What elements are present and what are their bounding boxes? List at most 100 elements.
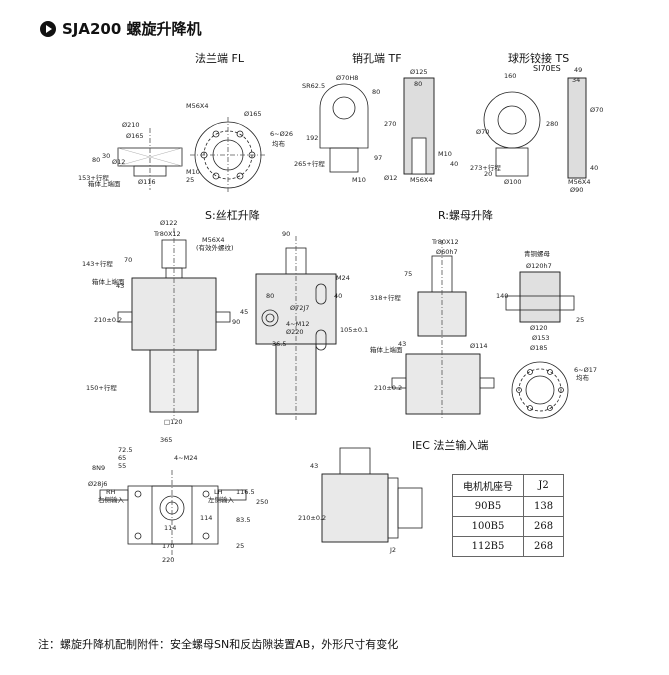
table-cell: 268: [522, 536, 565, 557]
tf-label-3: 265+行程: [294, 159, 325, 168]
tf2-label-1: 80: [414, 80, 422, 88]
s-label-18: M24: [336, 274, 350, 282]
table-header-cell: J2: [522, 474, 565, 497]
fl-label-2: Ø12: [112, 158, 125, 166]
ts-label-11: Ø90: [570, 186, 583, 194]
fl-label-13: 箱体上端面: [88, 179, 121, 188]
screw-view-title: S:丝杠升降: [205, 209, 260, 222]
fl-label-12: 153+行程: [78, 173, 109, 182]
b-label-13: 250: [256, 498, 268, 506]
b-label-16: 170: [162, 542, 174, 550]
bottom-plan-view: [99, 470, 247, 560]
flange-side-view: [117, 128, 183, 190]
page-title: SJA200 螺旋升降机: [40, 18, 202, 39]
tf2-label-3: 40: [450, 160, 458, 168]
play-circle-icon: [40, 20, 56, 37]
iec-view-title: IEC 法兰输入端: [412, 439, 489, 452]
s-label-15: 4~M12: [286, 320, 309, 328]
s-label-2: M56X4: [202, 236, 224, 244]
b-label-12: 116.5: [236, 488, 255, 496]
fl-label-7: 均布: [272, 139, 286, 148]
ts-label-2: 280: [546, 120, 558, 128]
r-label-11: Ø120: [530, 324, 548, 332]
fl-label-1: Ø165: [126, 132, 144, 140]
s-label-21: 90: [232, 318, 240, 326]
fl-label-4: M56X4: [186, 102, 208, 110]
r-label-9: Ø120h7: [526, 262, 552, 270]
ts-label-1: Ø70: [476, 128, 489, 136]
s-label-7: 箱体上端面: [92, 277, 125, 286]
s-label-19: 40: [334, 292, 342, 300]
flange-top-view: [190, 117, 266, 193]
table-cell: 90B5: [452, 496, 524, 517]
table-row: 90B5 138: [452, 496, 565, 517]
b-label-20: 210±0.2: [298, 514, 326, 522]
r-label-15: 6~Ø17: [574, 366, 597, 374]
s-label-0: Ø122: [160, 219, 178, 227]
fl-label-9: 30: [102, 152, 110, 160]
r-label-13: Ø185: [530, 344, 548, 352]
b-label-6: Ø28j6: [88, 480, 107, 488]
b-label-11: 114: [200, 514, 212, 522]
tf-label-5: 97: [374, 154, 382, 162]
screw-lift-front-view: [117, 228, 231, 420]
s-label-4: 70: [124, 256, 132, 264]
r-label-2: 75: [404, 270, 412, 278]
b-label-5: 8N9: [92, 464, 105, 472]
table-cell: 112B5: [452, 536, 524, 557]
r-label-5: 箱体上端面: [370, 345, 403, 354]
iec-flange-view: [321, 447, 423, 543]
r-label-10: 140: [496, 292, 508, 300]
pin-side-view: [319, 77, 435, 175]
ts-label-7: 34: [572, 76, 580, 84]
bronze-nut-view: [505, 271, 575, 419]
b-label-1: 72.5: [118, 446, 132, 454]
ts-label-5: Ø100: [504, 178, 522, 186]
ts-label-4: 20: [484, 170, 492, 178]
r-label-7: Ø114: [470, 342, 488, 350]
s-label-12: 80: [266, 292, 274, 300]
r-label-4: 43: [398, 340, 406, 348]
ball-view-subtitle: SI70ES: [533, 64, 561, 73]
fl-label-6: 6~Ø26: [270, 130, 293, 138]
r-label-0: Tr80X12: [431, 238, 459, 246]
s-label-3: (有效外螺纹): [196, 243, 234, 252]
s-label-20: 105±0.1: [340, 326, 368, 334]
s-label-1: Tr80X12: [153, 230, 181, 238]
page-title-text: SJA200 螺旋升降机: [62, 20, 202, 38]
ts-label-9: 40: [590, 164, 598, 172]
s-label-5: 143+行程: [82, 259, 113, 268]
nut-lift-front-view: [391, 240, 495, 420]
fl-label-3: Ø116: [138, 178, 156, 186]
tf2-label-0: Ø125: [410, 68, 428, 76]
b-label-21: J2: [389, 546, 396, 554]
ts-label-0: 160: [504, 72, 516, 80]
s-label-14: 45: [240, 308, 248, 316]
fl-label-10: M10: [186, 168, 200, 176]
fl-label-5: Ø165: [244, 110, 262, 118]
table-cell: 268: [522, 516, 565, 537]
ball-side-view: [483, 77, 587, 179]
s-label-13: Ø72J7: [290, 304, 309, 312]
screw-lift-side-view: [255, 236, 337, 420]
b-label-17: 220: [162, 556, 174, 564]
s-label-9: 150+行程: [86, 383, 117, 392]
table-row: 100B5 268: [452, 516, 565, 537]
table-header-cell: 电机机座号: [452, 474, 524, 497]
b-label-4: 4~M24: [174, 454, 197, 462]
tf-label-1: Ø70H8: [336, 74, 358, 82]
ts-label-10: M56X4: [568, 178, 590, 186]
r-label-8: 青铜螺母: [524, 249, 551, 258]
ts-label-6: 49: [574, 66, 582, 74]
pin-view-title: 销孔端 TF: [352, 52, 402, 65]
b-label-19: 43: [310, 462, 318, 470]
tf-label-4: M10: [352, 176, 366, 184]
ts-label-8: Ø70: [590, 106, 603, 114]
footnote: 注：螺旋升降机配制附件：安全螺母SN和反齿隙装置AB，外形尺寸有变化: [38, 638, 399, 651]
tf-label-6: 80: [372, 88, 380, 96]
tf2-label-4: Ø12: [384, 174, 397, 182]
table-cell: 100B5: [452, 516, 524, 537]
b-label-18: 25: [236, 542, 244, 550]
r-label-3: 318+行程: [370, 293, 401, 302]
